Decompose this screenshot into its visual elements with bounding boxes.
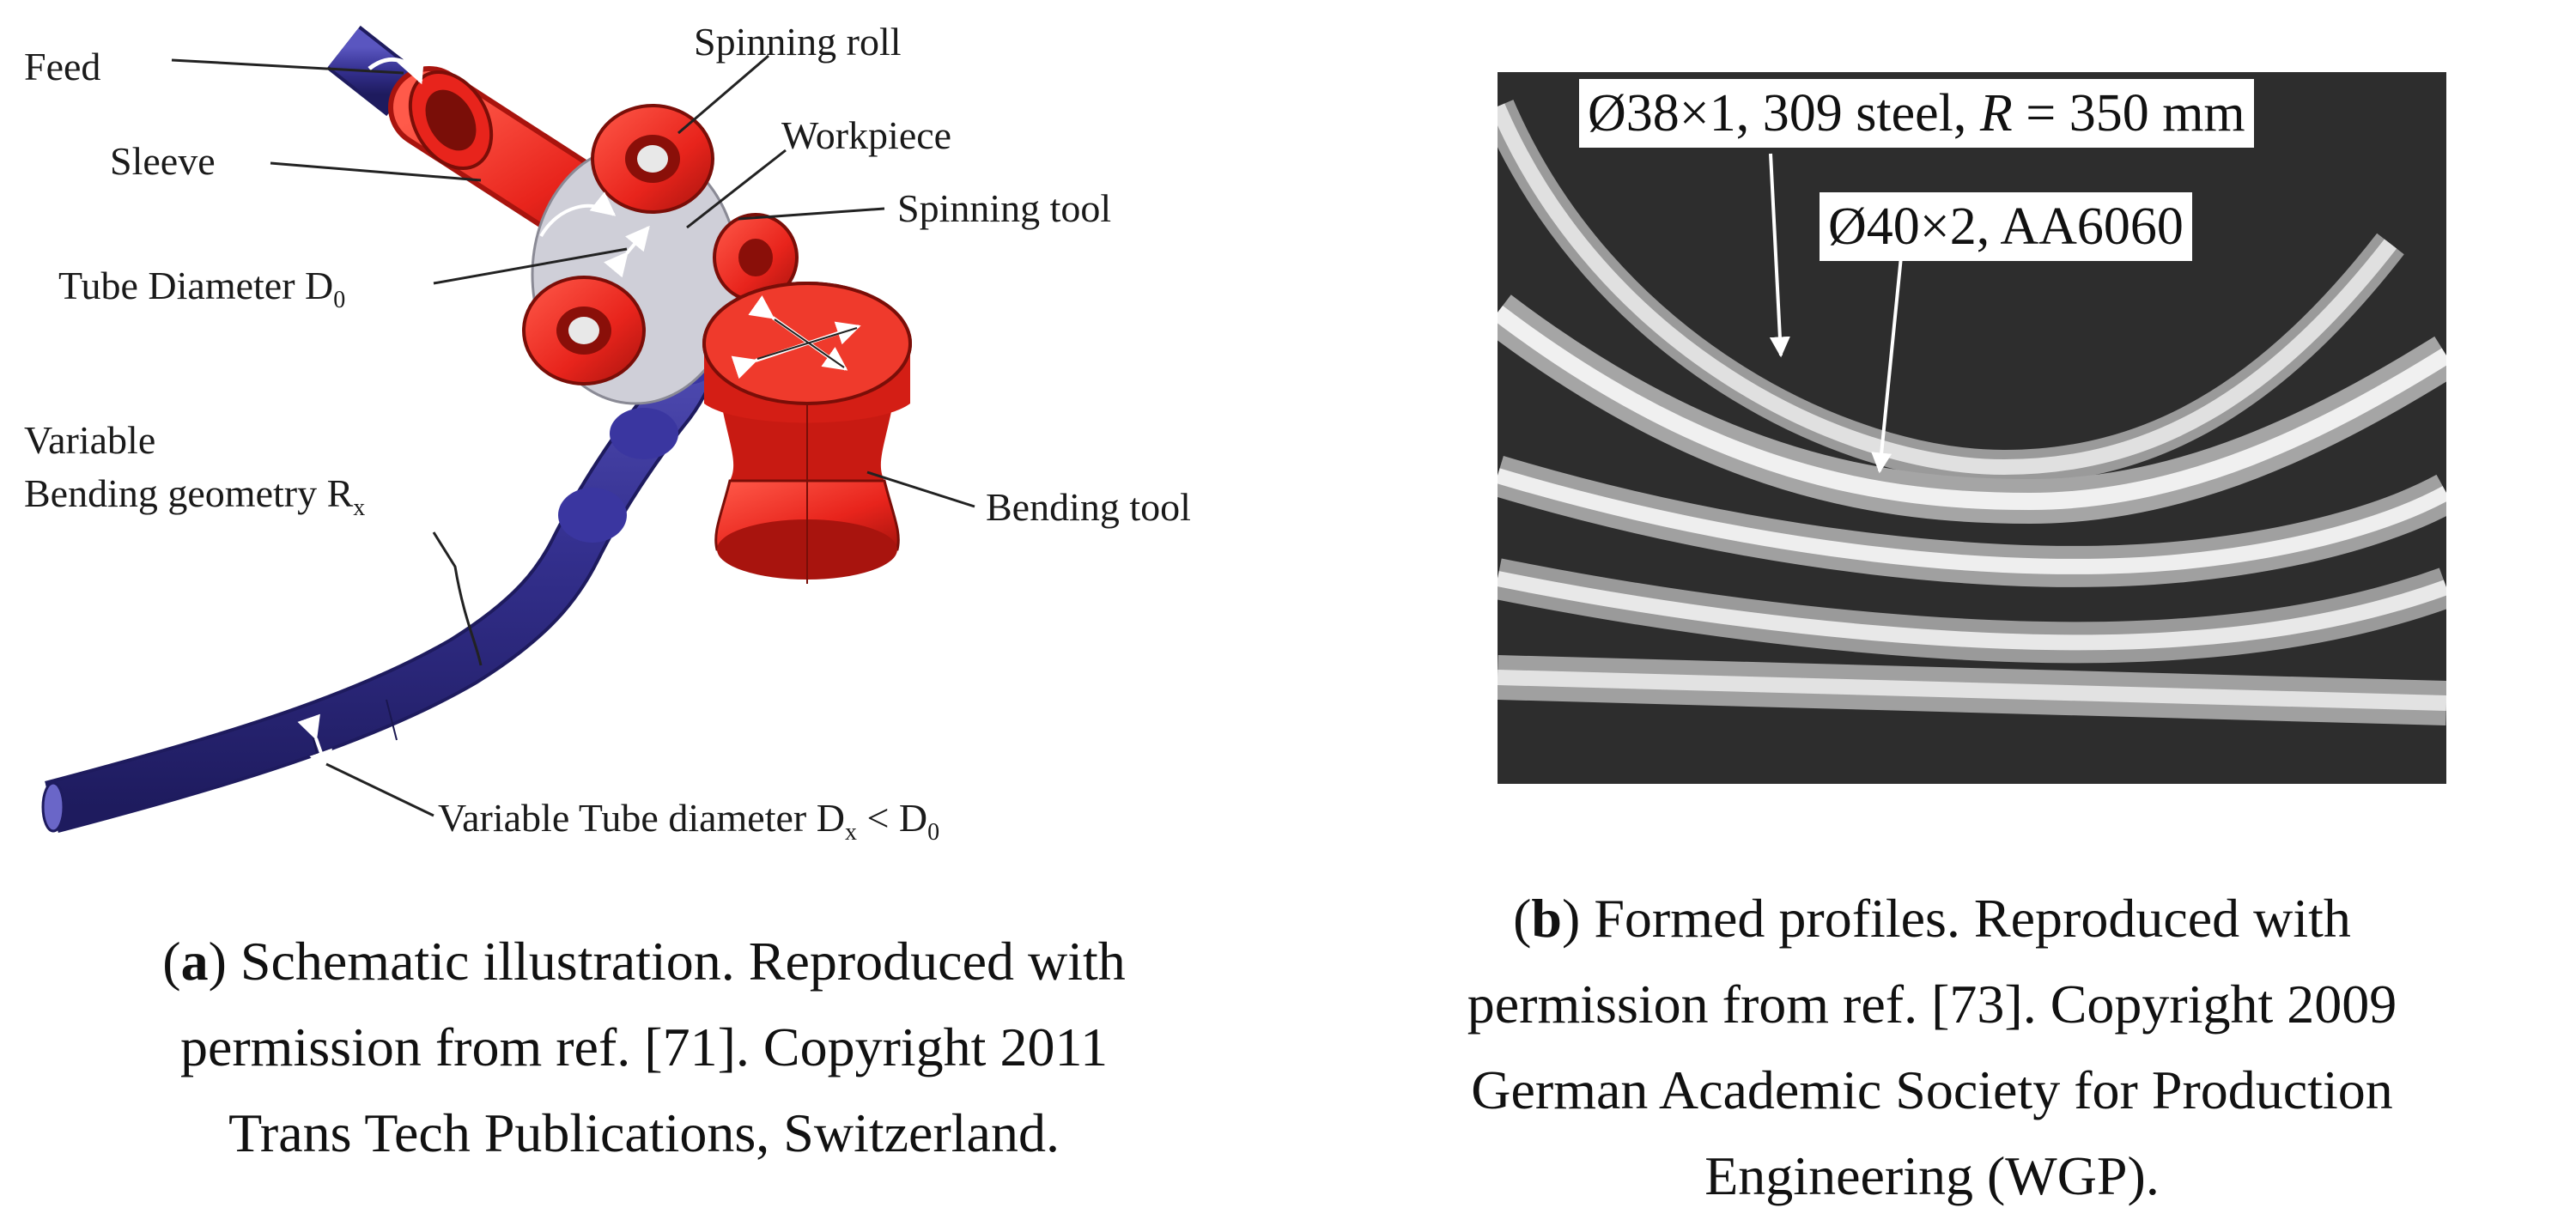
label-bending-tool: Bending tool (986, 485, 1191, 529)
caption-a-line3: Trans Tech Publications, Switzerland. (228, 1102, 1060, 1163)
label-tube-diameter-text: Tube Diameter D (58, 264, 334, 307)
figure-b-photo: Ø38×1, 309 steel, R = 350 mm Ø40×2, AA60… (1288, 0, 2576, 1232)
label-tube-diameter: Tube Diameter D0 (58, 266, 345, 313)
variable-diameter-arrow (297, 713, 332, 775)
label-bending-geometry-sub: x (353, 495, 366, 522)
caption-b-line2: permission from ref. [73]. Copyright 200… (1467, 974, 2397, 1035)
feed-rotation-arrow (368, 51, 425, 85)
label-steel-post: = 350 mm (2012, 84, 2245, 143)
leader-lines (171, 54, 975, 817)
formed-profiles-image (1498, 72, 2446, 784)
label-steel-profile: Ø38×1, 309 steel, R = 350 mm (1579, 79, 2254, 148)
figure-a-schematic: Feed Spinning roll Sleeve Workpiece Spin… (0, 20, 1288, 1176)
caption-b-tag-open: ( (1513, 888, 1532, 949)
caption-b-line1: (b) Formed profiles. Reproduced with (1288, 876, 2576, 962)
caption-a: (a) Schematic illustration. Reproduced w… (0, 919, 1288, 1176)
bending-tool (702, 282, 912, 584)
label-bending-geometry-text: Bending geometry R (24, 471, 354, 515)
arrow-alu (1871, 256, 1903, 474)
label-tube-diameter-sub: 0 (333, 287, 346, 314)
label-bending-geometry: Bending geometry Rx (24, 474, 365, 520)
label-variable-tube-diameter-lt: < D (856, 796, 928, 840)
caption-b-tag-letter: b (1531, 888, 1562, 949)
formed-profiles-photo: Ø38×1, 309 steel, R = 350 mm Ø40×2, AA60… (1498, 72, 2446, 784)
caption-a-line1: (a) Schematic illustration. Reproduced w… (0, 919, 1288, 1004)
label-variable-tube-diameter-text: Variable Tube diameter D (438, 796, 845, 840)
label-sleeve: Sleeve (110, 139, 216, 183)
caption-b-line4: Engineering (WGP). (1704, 1145, 2160, 1206)
spinning-roll-bottom (522, 276, 646, 385)
schematic-illustration (41, 25, 975, 833)
label-feed: Feed (24, 45, 101, 88)
caption-b-line3: German Academic Society for Production (1471, 1059, 2393, 1120)
spinning-roll-top (591, 104, 714, 214)
caption-a-line1-text: Schematic illustration. Reproduced with (226, 931, 1126, 992)
arrow-steel (1769, 153, 1790, 358)
label-steel-pre: Ø38×1, 309 steel, (1588, 84, 1980, 143)
label-spinning-roll: Spinning roll (694, 20, 902, 64)
caption-b-line1-text: Formed profiles. Reproduced with (1580, 888, 2351, 949)
caption-a-tag-open: ( (162, 931, 181, 992)
label-workpiece: Workpiece (781, 113, 952, 157)
label-variable: Variable (24, 418, 156, 462)
label-spinning-tool: Spinning tool (897, 186, 1112, 230)
caption-a-tag-close: ) (208, 931, 227, 992)
label-variable-tube-diameter: Variable Tube diameter Dx < D0 (438, 798, 939, 845)
caption-b: (b) Formed profiles. Reproduced with per… (1288, 876, 2576, 1219)
roll-rotation-arrow (539, 191, 617, 238)
caption-a-tag-letter: a (180, 931, 209, 992)
tube-diameter-arrow (604, 225, 650, 278)
caption-a-line2: permission from ref. [71]. Copyright 201… (179, 1017, 1109, 1077)
caption-b-tag-close: ) (1562, 888, 1581, 949)
label-variable-tube-diameter-sub1: x (844, 819, 857, 847)
spinning-roll-right (713, 213, 799, 302)
label-steel-r: R (1979, 84, 2013, 143)
label-alu-profile: Ø40×2, AA6060 (1820, 192, 2192, 261)
label-variable-tube-diameter-sub2: 0 (927, 819, 940, 847)
